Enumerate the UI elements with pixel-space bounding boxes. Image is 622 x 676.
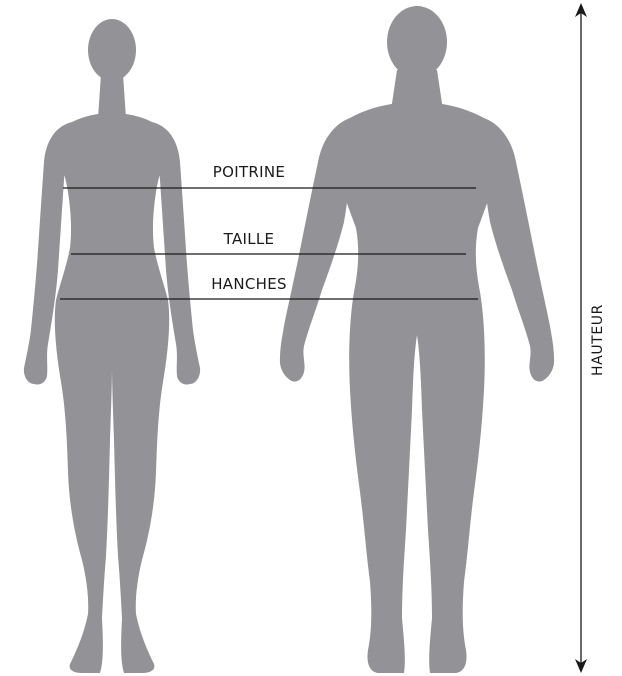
male-silhouette	[280, 6, 554, 673]
height-label: HAUTEUR	[590, 304, 606, 376]
hips-label: HANCHES	[211, 275, 287, 293]
height-arrow	[575, 3, 587, 673]
waist-label: TAILLE	[223, 230, 275, 248]
female-silhouette	[24, 19, 200, 673]
chest-label: POITRINE	[213, 163, 285, 181]
